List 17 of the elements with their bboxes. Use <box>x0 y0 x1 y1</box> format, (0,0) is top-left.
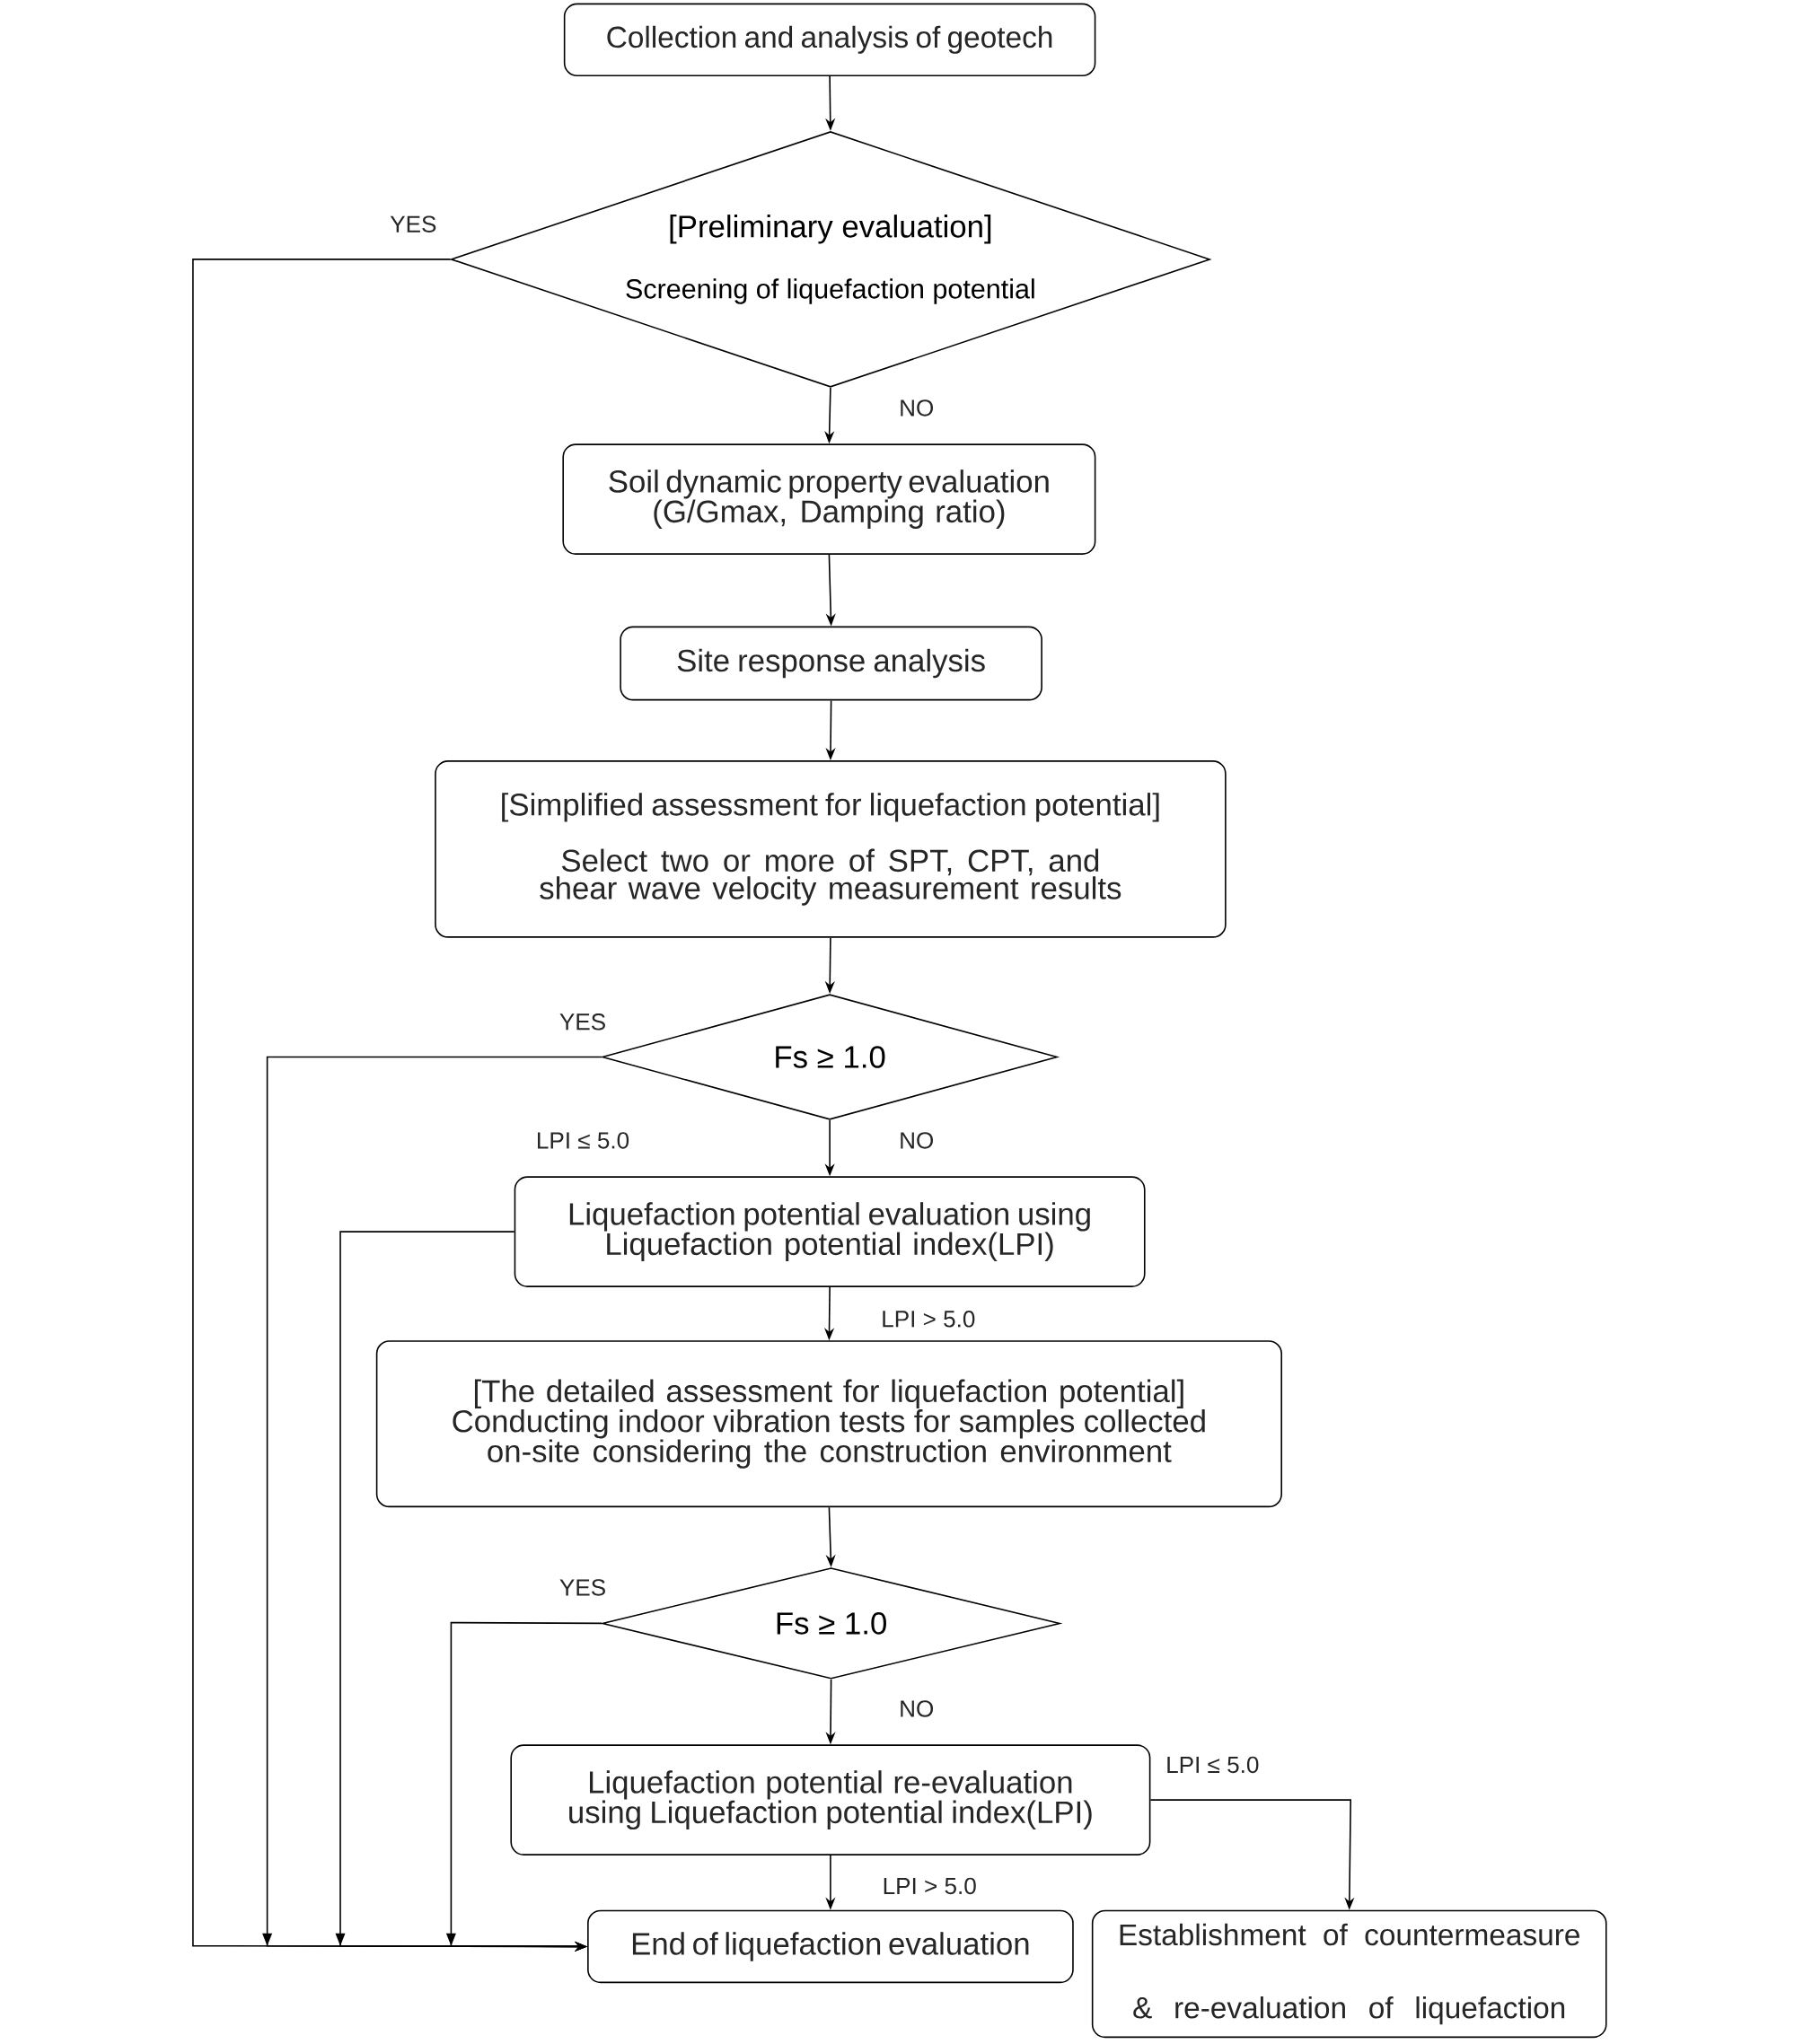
edge-label: NO <box>898 1131 936 1150</box>
edge-label: LPI ≤ 5.0 <box>1165 1755 1261 1775</box>
process-box: End of liquefaction evaluation <box>587 1909 1074 1984</box>
edge-label: YES <box>389 215 438 233</box>
process-box: Collection and analysis of geotech <box>563 3 1096 77</box>
process-box: [The detailed assessment for liquefaction potential] Conducting indoor vibration tests for samples collected on-site considering the construction environment <box>375 1340 1282 1508</box>
process-box: [Simplified assessment for liquefaction potential] Select two or more of SPT, CPT, and shear wave velocity measurement results <box>435 760 1227 938</box>
edge-label: LPI ≤ 5.0 <box>534 1131 631 1150</box>
process-box: Liquefaction potential re-evaluation using Liquefaction potential index(LPI) <box>510 1744 1151 1855</box>
edge-label: NO <box>898 1699 936 1718</box>
process-box: Establishment of countermeasure & re-evaluation of liquefaction <box>1091 1909 1607 2039</box>
edge-label: NO <box>898 399 936 417</box>
process-box: Site response analysis <box>620 626 1042 701</box>
process-box: Soil dynamic property evaluation (G/Gmax, Damping ratio) <box>562 443 1096 555</box>
edge-label: LPI > 5.0 <box>880 1310 977 1329</box>
process-box: Liquefaction potential evaluation using Liquefaction potential index(LPI) <box>514 1176 1146 1287</box>
edge-label: LPI > 5.0 <box>881 1876 978 1896</box>
